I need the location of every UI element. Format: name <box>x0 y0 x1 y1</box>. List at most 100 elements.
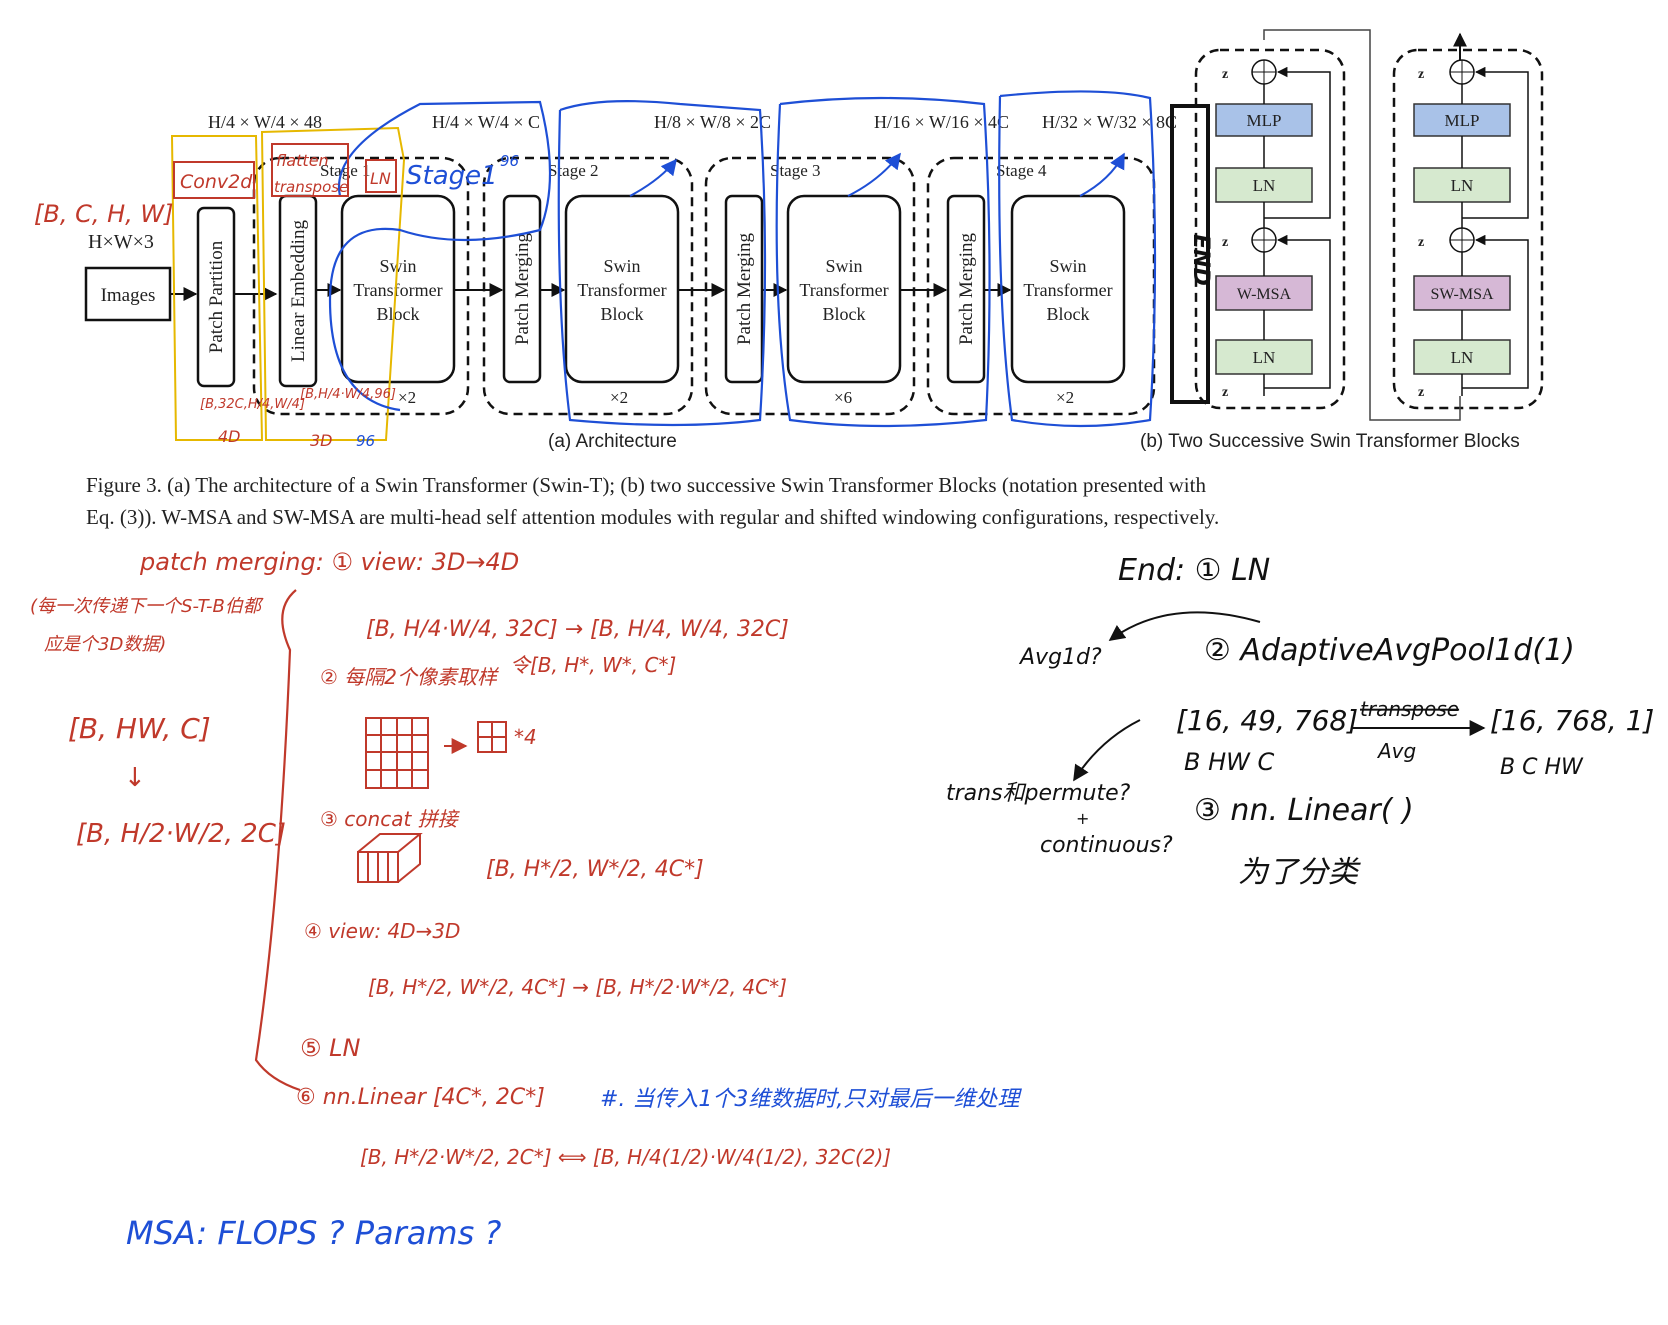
block-left-box <box>1194 48 1346 410</box>
end-bchw: B C HW <box>1500 755 1584 780</box>
ln-left-bottom-label: LN <box>1253 348 1276 367</box>
swin-block-4-line1: Swin <box>1049 256 1086 276</box>
repeat1-label: ×2 <box>398 388 416 407</box>
blue-outline-stage2 <box>557 100 767 427</box>
block-right-box <box>1392 48 1544 410</box>
end-pool: ② AdaptiveAvgPool1d(1) <box>1204 633 1575 668</box>
pm-step2: ② 每隔2个像素取样 <box>320 665 500 689</box>
stage1-label: Stage 1 <box>320 161 371 180</box>
pm-step2-note: 令[B, H*, W*, C*] <box>510 653 676 677</box>
right-block-stack: MLP LN SW-MSA LN z z z <box>1413 59 1529 400</box>
num96b-label: 96 <box>356 432 375 450</box>
end-notes: End: ① LN Avg1d? ② AdaptiveAvgPool1d(1) … <box>946 553 1654 890</box>
swin-block-1-line3: Block <box>377 304 420 324</box>
pm-step4: ④ view: 4D→3D <box>304 919 460 943</box>
caption-a: (a) Architecture <box>548 431 677 452</box>
dim-c-label: H/4 × W/4 × C <box>432 112 540 132</box>
blue-outline-stage1 <box>328 100 552 412</box>
ln-left-bottom <box>1215 339 1313 375</box>
swin-block-3-line2: Transformer <box>799 280 888 300</box>
bchw-annotation: [B, C, H, W] <box>34 200 174 228</box>
blue-outline-stage3 <box>775 96 991 428</box>
transpose-label: transpose <box>274 178 348 196</box>
z-label-left-mid: z <box>1222 235 1228 250</box>
patch-partition-box <box>196 206 236 388</box>
end-box <box>1170 104 1210 404</box>
pm-step3: ③ concat 拼接 <box>320 807 461 831</box>
swin-block-2-line2: Transformer <box>577 280 666 300</box>
end-plus: + <box>1076 809 1089 828</box>
threeD-label: 3D <box>310 431 333 450</box>
caption-b: (b) Two Successive Swin Transformer Bloc… <box>1140 431 1520 452</box>
left-block-stack: MLP LN W-MSA LN z z z <box>1215 59 1331 400</box>
end-avg1d: Avg1d? <box>1018 645 1102 670</box>
conv2d-label: Conv2d <box>180 171 253 193</box>
yellow-outline-embedding <box>260 126 406 441</box>
swin-block-2-line3: Block <box>601 304 644 324</box>
patch-partition-label: Patch Partition <box>206 240 227 353</box>
ln-right-bottom <box>1413 339 1511 375</box>
wmsa-label: W-MSA <box>1237 286 1292 303</box>
stage2-label: Stage 2 <box>548 161 599 180</box>
flatten-box <box>271 143 349 197</box>
end-dims-left: [16, 49, 768] <box>1176 704 1358 737</box>
stage2-box <box>482 156 694 416</box>
swin-block-1-line2: Transformer <box>353 280 442 300</box>
pixel-grid-sketch <box>365 717 507 789</box>
swin-block-3-line1: Swin <box>825 256 862 276</box>
swin-block-4-line2: Transformer <box>1023 280 1112 300</box>
z-label-right-bottom: z <box>1418 385 1424 400</box>
mlp-left <box>1215 103 1313 137</box>
pm-step6: ⑥ nn.Linear [4C*, 2C*] <box>296 1085 545 1110</box>
blue-outline-stage4 <box>998 90 1157 428</box>
pm-title: patch merging: ① view: 3D→4D <box>139 548 519 576</box>
pm-step3-dim: [B, H*/2, W*/2, 4C*] <box>486 857 704 882</box>
pm-step6-note: #. 当传入1个3维数据时,只对最后一维处理 <box>600 1087 1022 1112</box>
bhw96-annotation: [B,H/4·W/4,96] <box>300 387 396 402</box>
successive-blocks-diagram: MLP LN W-MSA LN z z z MLP <box>1140 29 1544 452</box>
pm-step6-dim: [B, H*/2·W*/2, 2C*] ⟺ [B, H/4(1/2)·W/4(1… <box>360 1145 891 1169</box>
ln-red-label: LN <box>370 169 391 188</box>
end-avg: Avg <box>1376 739 1416 763</box>
swmsa-label: SW-MSA <box>1430 286 1494 303</box>
z-label-right-top: z <box>1418 67 1424 82</box>
end-continuous: continuous? <box>1040 833 1173 858</box>
concat-cube-sketch <box>357 833 423 883</box>
msa-note: MSA: FLOPS ? Params ? <box>126 1214 501 1252</box>
repeat3-label: ×6 <box>834 388 852 407</box>
end-bhwc: B HW C <box>1184 748 1275 776</box>
swin-block-3-line3: Block <box>823 304 866 324</box>
end-dims-right: [16, 768, 1] <box>1490 704 1654 737</box>
conv2d-box <box>173 161 255 199</box>
pm-note2: 应是个3D数据) <box>44 634 166 655</box>
ln-left-top-label: LN <box>1253 176 1276 195</box>
swin-block-4 <box>1010 194 1126 384</box>
stage1-box <box>252 156 470 416</box>
ln-right-top <box>1413 167 1511 203</box>
yellow-outline-partition <box>170 135 264 441</box>
swin-block-4-line3: Block <box>1047 304 1090 324</box>
patch-merging-4-label: Patch Merging <box>956 232 977 345</box>
patch-merging-2-label: Patch Merging <box>512 232 533 345</box>
figure-caption-line1: Figure 3. (a) The architecture of a Swin… <box>86 473 1206 497</box>
dim-4c-label: H/16 × W/16 × 4C <box>874 112 1009 132</box>
b32c-annotation: [B,32C,H/4,W/4] <box>200 397 305 412</box>
patch-merging-3-label: Patch Merging <box>734 232 755 345</box>
pm-brace <box>254 589 301 1092</box>
pm-step1: [B, H/4·W/4, 32C] → [B, H/4, W/4, 32C] <box>366 617 789 642</box>
dim-48-label: H/4 × W/4 × 48 <box>208 112 322 132</box>
patch-merging-notes: patch merging: ① view: 3D→4D (每一次传递下一个S-… <box>30 548 1022 1169</box>
pm-step4-dim: [B, H*/2, W*/2, 4C*] → [B, H*/2·W*/2, 4C… <box>368 975 787 999</box>
swin-block-2-line1: Swin <box>603 256 640 276</box>
fourD-label: 4D <box>218 427 241 446</box>
pm-b2c: [B, H/2·W/2, 2C] <box>76 819 286 849</box>
wmsa-box <box>1215 275 1313 311</box>
pm-step5: ⑤ LN <box>300 1034 361 1062</box>
input-dim-label: H×W×3 <box>88 231 154 253</box>
linear-embedding-label: Linear Embedding <box>288 220 309 362</box>
flatten-label: flatten <box>276 151 329 170</box>
architecture-diagram: H×W×3 Images Patch Partition H/4 × W/4 ×… <box>84 112 1177 452</box>
repeat4-label: ×2 <box>1056 388 1074 407</box>
stage3-label: Stage 3 <box>770 161 821 180</box>
